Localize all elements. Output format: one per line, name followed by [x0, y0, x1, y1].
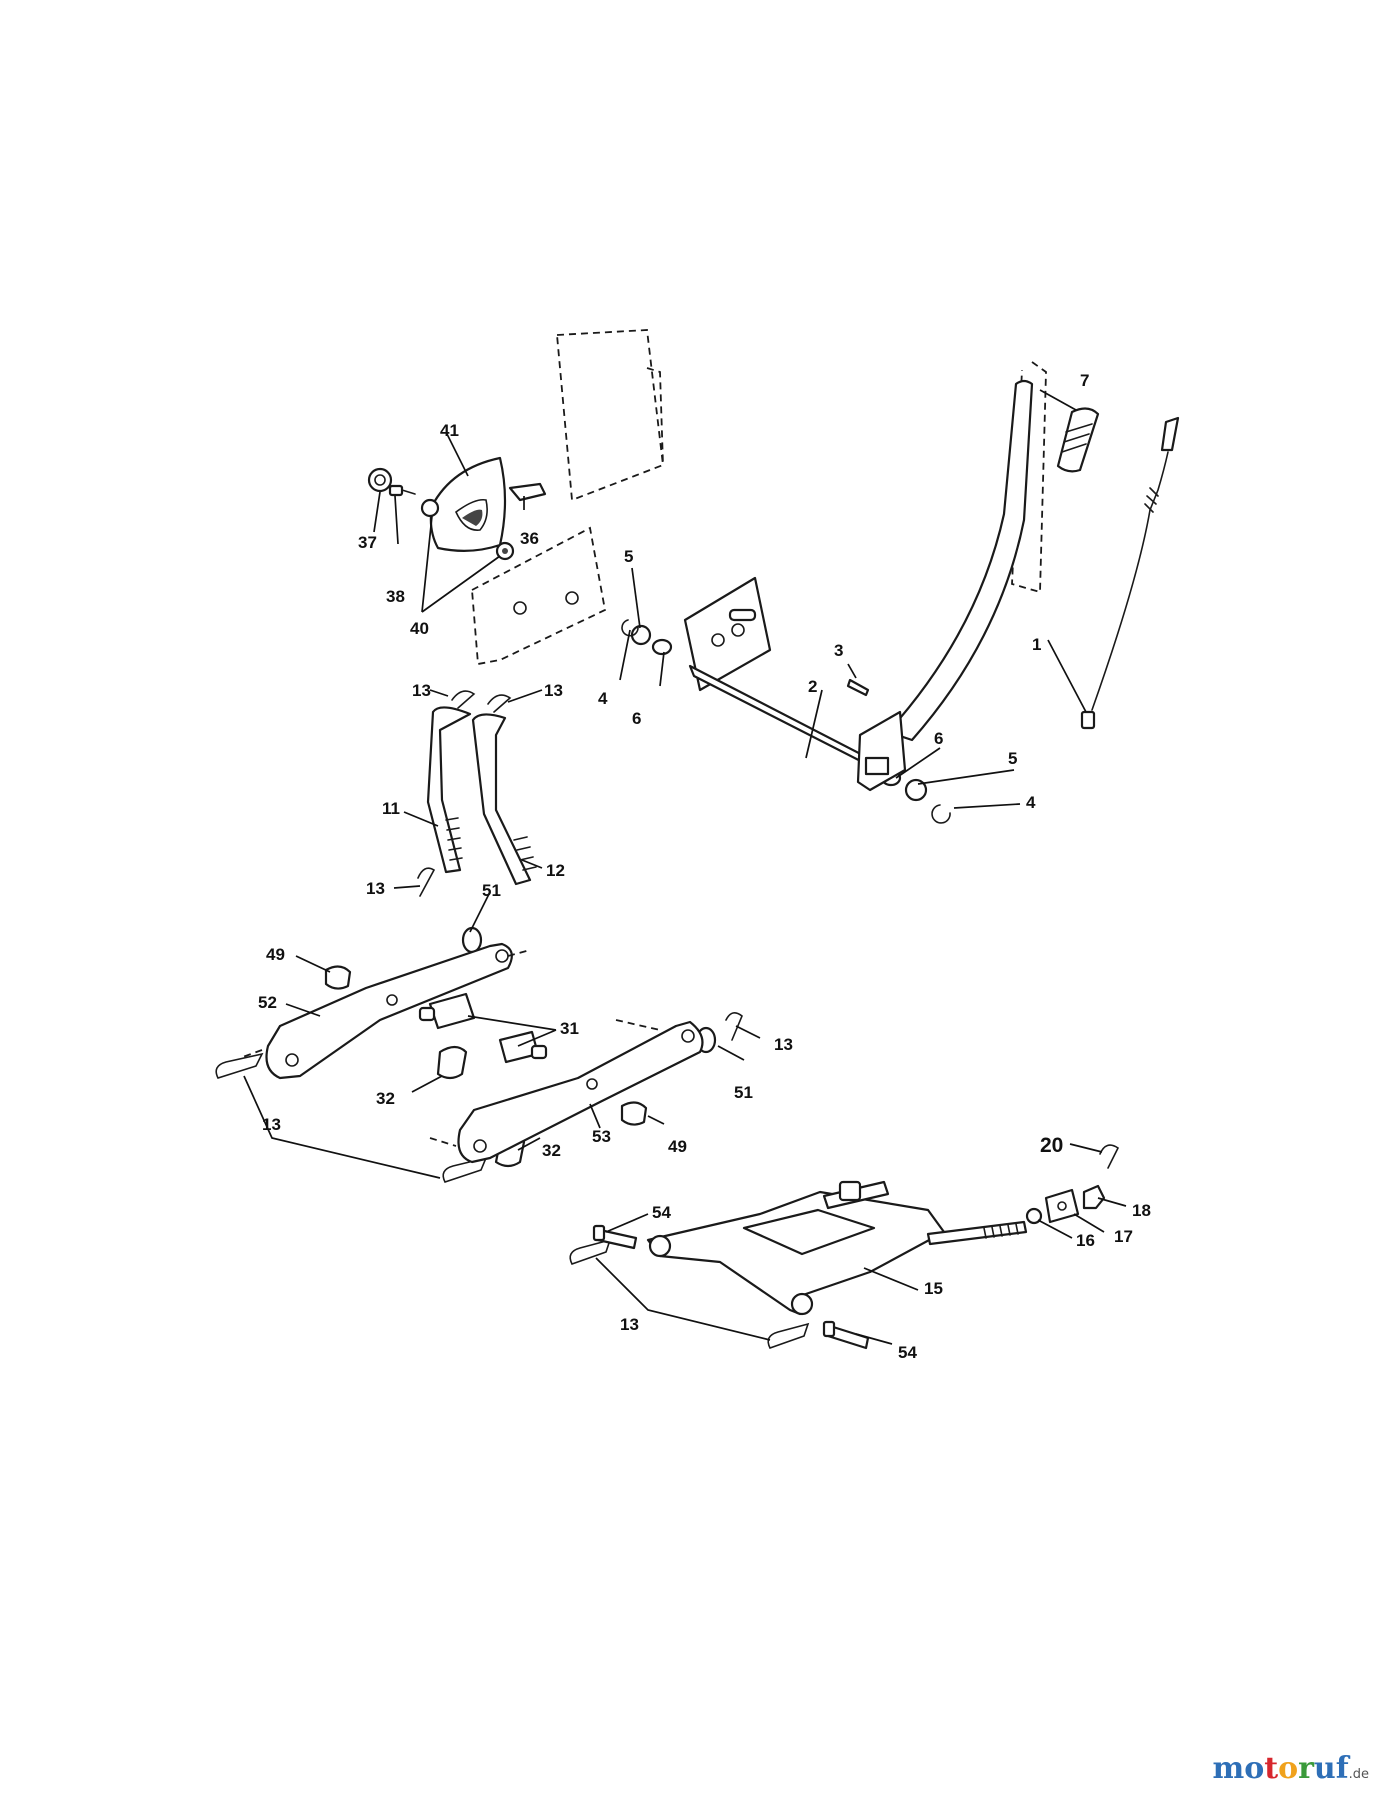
deck-bracket-15 — [646, 1190, 946, 1316]
callout-18: 18 — [1132, 1201, 1151, 1220]
callout-54: 54 — [652, 1203, 671, 1222]
callout-5: 5 — [1008, 749, 1017, 768]
callout-4: 4 — [1026, 793, 1036, 812]
trunnion-31 — [418, 992, 548, 1064]
callout-31: 31 — [560, 1019, 579, 1038]
callout-13: 13 — [620, 1315, 639, 1334]
retaining-ring-4 — [621, 619, 951, 824]
trunnion-17 — [1044, 1188, 1080, 1224]
callout-15: 15 — [924, 1279, 943, 1298]
lift-lever — [856, 379, 1034, 792]
callout-38: 38 — [386, 587, 405, 606]
watermark-letter: f — [1335, 1751, 1349, 1786]
lift-arm-52 — [239, 942, 531, 1080]
callout-11: 11 — [382, 799, 400, 818]
callout-13: 13 — [412, 681, 431, 700]
callout-13: 13 — [774, 1035, 793, 1054]
watermark-letter: t — [1264, 1751, 1279, 1786]
callout-7: 7 — [1080, 371, 1089, 390]
callout-49: 49 — [266, 945, 285, 964]
clip-36 — [508, 482, 547, 502]
callout-32: 32 — [542, 1141, 561, 1160]
watermark-letter: u — [1313, 1751, 1336, 1786]
watermark-suffix: .de — [1348, 1767, 1369, 1782]
bushing-32 — [436, 1045, 526, 1168]
washer-49 — [324, 965, 648, 1126]
callout-32: 32 — [376, 1089, 395, 1108]
callout-37: 37 — [358, 533, 377, 552]
frame-bracket-dashed — [471, 526, 607, 666]
callout-20: 20 — [1040, 1134, 1063, 1157]
callout-40: 40 — [410, 619, 429, 638]
callout-labels: 1 2 3 4 4 5 5 6 6 7 11 12 13 13 13 13 13… — [258, 371, 1151, 1362]
callout-17: 17 — [1114, 1227, 1133, 1246]
callout-36: 36 — [520, 529, 539, 548]
dashed-panel — [556, 329, 664, 502]
callout-54: 54 — [898, 1343, 917, 1362]
washer-40 — [420, 498, 515, 561]
lift-guide-41 — [429, 456, 507, 552]
callout-6: 6 — [934, 729, 943, 748]
watermark-letter: m — [1212, 1751, 1245, 1786]
callout-13: 13 — [366, 879, 385, 898]
callout-49: 49 — [668, 1137, 687, 1156]
callout-52: 52 — [258, 993, 277, 1012]
watermark-logo: motoruf.de — [1212, 1751, 1369, 1786]
watermark-letter: o — [1278, 1751, 1299, 1786]
lift-link-12 — [471, 713, 537, 886]
callout-53: 53 — [592, 1127, 611, 1146]
threaded-rod — [822, 1180, 1028, 1246]
callout-13: 13 — [544, 681, 563, 700]
callout-51: 51 — [734, 1083, 753, 1102]
callout-4: 4 — [598, 689, 608, 708]
grip-7 — [1056, 407, 1100, 473]
lift-link-11 — [426, 706, 472, 874]
nut-18 — [1082, 1184, 1106, 1210]
pin-3 — [846, 678, 870, 697]
pivot-plate — [683, 576, 772, 692]
lift-arm-53 — [429, 1019, 704, 1164]
callout-13: 13 — [262, 1115, 281, 1134]
callout-1: 1 — [1032, 635, 1041, 654]
callout-16: 16 — [1076, 1231, 1095, 1250]
bolt-38 — [388, 484, 416, 497]
callout-2: 2 — [808, 677, 817, 696]
callout-3: 3 — [834, 641, 843, 660]
pins-54 — [592, 1224, 870, 1350]
leader-lines — [243, 389, 1127, 1345]
watermark-letter: r — [1298, 1751, 1314, 1786]
watermark-letter: o — [1244, 1751, 1265, 1786]
callout-41: 41 — [440, 421, 459, 440]
cable-1 — [1080, 416, 1180, 730]
callout-12: 12 — [546, 861, 565, 880]
callout-51: 51 — [482, 881, 501, 900]
nut-37 — [367, 467, 393, 493]
callout-6: 6 — [632, 709, 641, 728]
callout-5: 5 — [624, 547, 633, 566]
washer-16 — [1025, 1207, 1043, 1225]
